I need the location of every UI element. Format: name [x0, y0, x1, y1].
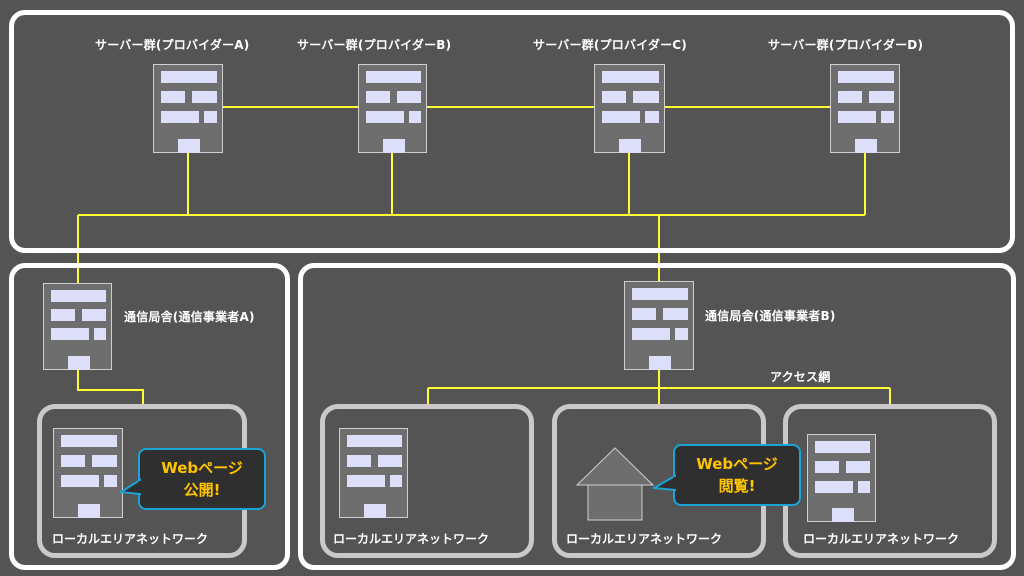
- lan-building-b1: [339, 428, 408, 518]
- access-network-label: アクセス網: [770, 370, 831, 384]
- office-label-a: 通信局舎(通信事業者A): [124, 310, 255, 324]
- server-label-c: サーバー群(プロバイダーC): [533, 38, 687, 52]
- office-label-b: 通信局舎(通信事業者B): [705, 309, 836, 323]
- server-label-d: サーバー群(プロバイダーD): [768, 38, 924, 52]
- publish-bubble: Webページ 公開!: [138, 448, 266, 510]
- lan-box-b1: [320, 404, 534, 558]
- office-building-a: [43, 283, 112, 370]
- web-server-building: [53, 428, 123, 518]
- lan-building-b3: [807, 434, 876, 522]
- server-label-a: サーバー群(プロバイダーA): [95, 38, 250, 52]
- browse-bubble-tail: [653, 474, 677, 492]
- lan-label-b2: ローカルエリアネットワーク: [566, 532, 723, 546]
- server-building-c: [594, 64, 665, 153]
- publish-bubble-line1: Webページ: [161, 459, 243, 477]
- server-building-b: [358, 64, 427, 153]
- browse-bubble-line2: 閲覧!: [718, 477, 756, 495]
- server-building-a: [153, 64, 223, 153]
- lan-label-b3: ローカルエリアネットワーク: [803, 532, 960, 546]
- server-label-b: サーバー群(プロバイダーB): [297, 38, 452, 52]
- carrier-a-panel: [9, 263, 290, 570]
- browse-bubble: Webページ 閲覧!: [673, 444, 801, 506]
- publish-bubble-tail: [120, 478, 142, 496]
- server-building-d: [830, 64, 900, 153]
- office-building-b: [624, 281, 694, 370]
- carrier-b-panel: [298, 263, 1016, 570]
- provider-panel: [9, 10, 1015, 253]
- link-office-a-lan: [77, 370, 144, 408]
- lan-label-b1: ローカルエリアネットワーク: [333, 532, 490, 546]
- house-icon: [576, 447, 654, 521]
- publish-bubble-line2: 公開!: [183, 481, 221, 499]
- browse-bubble-line1: Webページ: [696, 455, 778, 473]
- lan-label-a: ローカルエリアネットワーク: [52, 532, 209, 546]
